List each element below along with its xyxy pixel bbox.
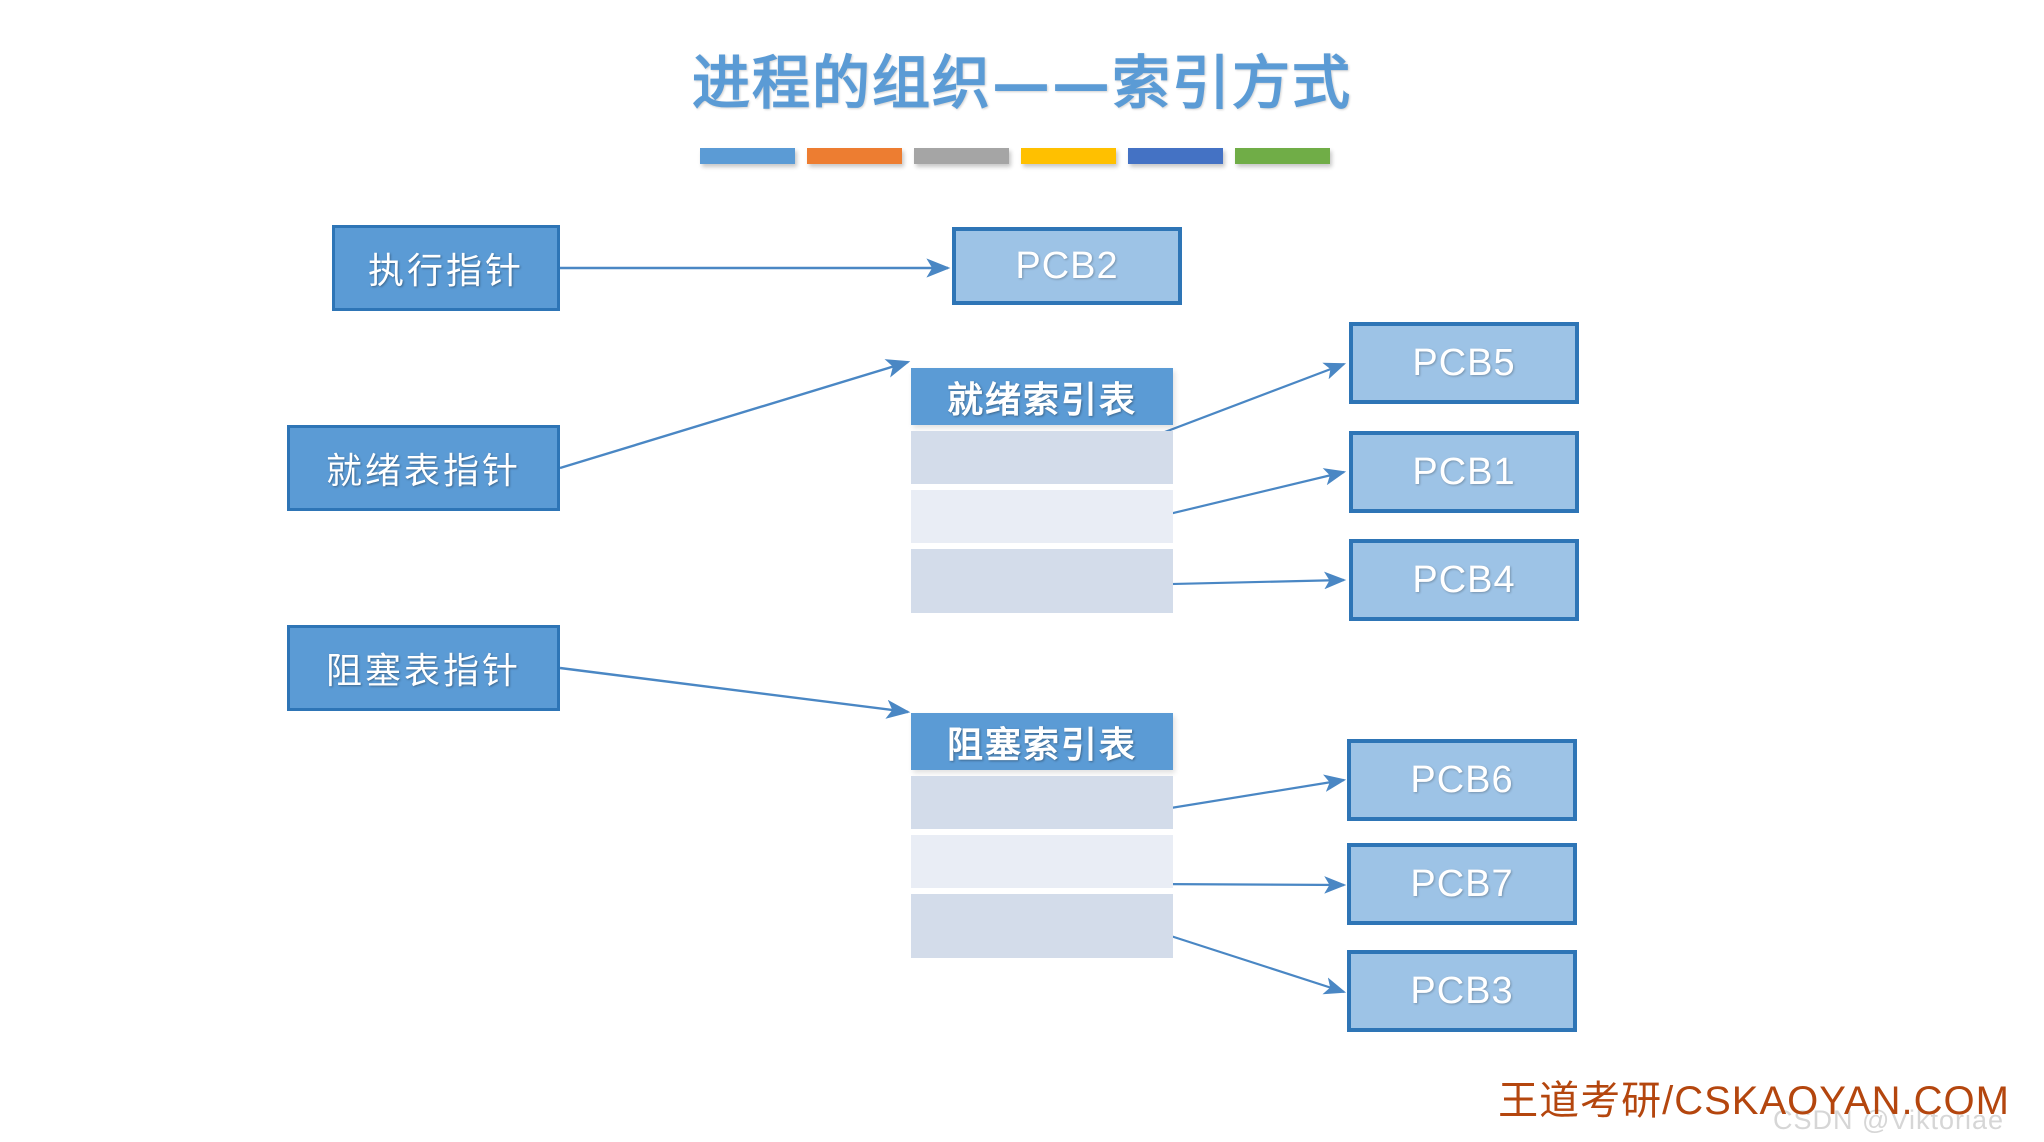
- pointer-box-ready[interactable]: 就绪表指针: [287, 425, 560, 511]
- blocked-index-table-row-3[interactable]: [911, 894, 1173, 958]
- pcb-box-ready-pcb5-label: PCB5: [1412, 341, 1516, 384]
- pointer-box-exec-label: 执行指针: [367, 251, 524, 292]
- leader-blocked-row1-to-pcb6: [1145, 774, 1347, 814]
- ready-index-table: 就绪索引表: [911, 368, 1173, 613]
- arrow-ready-ptr-to-ready-table: [559, 359, 911, 470]
- leader-blocked-row3-to-pcb3: [1145, 926, 1347, 995]
- blocked-index-table: 阻塞索引表: [911, 713, 1173, 958]
- accent-bar-blue: [700, 148, 795, 164]
- pcb-box-ready-pcb4[interactable]: PCB4: [1349, 539, 1579, 621]
- accent-bar-yellow: [1021, 148, 1116, 164]
- ready-index-table-row-3[interactable]: [911, 549, 1173, 613]
- arrow-blocked-ptr-to-blocked-table: [559, 666, 911, 719]
- pcb-box-ready-pcb1-label: PCB1: [1412, 450, 1516, 493]
- pointer-box-blocked[interactable]: 阻塞表指针: [287, 625, 560, 711]
- pcb-box-ready-pcb4-label: PCB4: [1412, 558, 1516, 601]
- pcb-box-blocked-pcb7-label: PCB7: [1410, 862, 1514, 905]
- ready-index-table-header: 就绪索引表: [911, 368, 1173, 425]
- pointer-box-ready-label: 就绪表指针: [325, 451, 521, 492]
- accent-bar-orange: [807, 148, 902, 164]
- ready-index-table-row-2[interactable]: [911, 490, 1173, 543]
- blocked-index-table-row-2[interactable]: [911, 835, 1173, 888]
- accent-bar-group: [700, 148, 1330, 164]
- pcb-box-running-pcb2-label: PCB2: [1015, 244, 1119, 287]
- pcb-box-blocked-pcb3[interactable]: PCB3: [1347, 950, 1577, 1032]
- pcb-box-ready-pcb5[interactable]: PCB5: [1349, 322, 1579, 404]
- accent-bar-navy: [1128, 148, 1223, 164]
- csdn-watermark: CSDN @Viktoriae: [1773, 1105, 2004, 1135]
- pcb-box-blocked-pcb3-label: PCB3: [1410, 969, 1514, 1012]
- footer-brand-text: 王道考研/CSKAOYAN.COM: [1498, 1079, 2010, 1123]
- accent-bar-gray: [914, 148, 1009, 164]
- accent-bar-green: [1235, 148, 1330, 164]
- blocked-index-table-row-1[interactable]: [911, 776, 1173, 829]
- pcb-box-blocked-pcb6-label: PCB6: [1410, 758, 1514, 801]
- pcb-box-blocked-pcb6[interactable]: PCB6: [1347, 739, 1577, 821]
- pcb-box-blocked-pcb7[interactable]: PCB7: [1347, 843, 1577, 925]
- pointer-box-exec[interactable]: 执行指针: [332, 225, 560, 311]
- blocked-index-table-header: 阻塞索引表: [911, 713, 1173, 770]
- leader-blocked-row2-to-pcb7: [1145, 876, 1347, 894]
- pcb-box-running-pcb2[interactable]: PCB2: [952, 227, 1182, 305]
- pcb-box-ready-pcb1[interactable]: PCB1: [1349, 431, 1579, 513]
- ready-index-table-row-1[interactable]: [911, 431, 1173, 484]
- page-title: 进程的组织——索引方式: [691, 49, 1352, 117]
- pointer-box-blocked-label: 阻塞表指针: [325, 651, 521, 692]
